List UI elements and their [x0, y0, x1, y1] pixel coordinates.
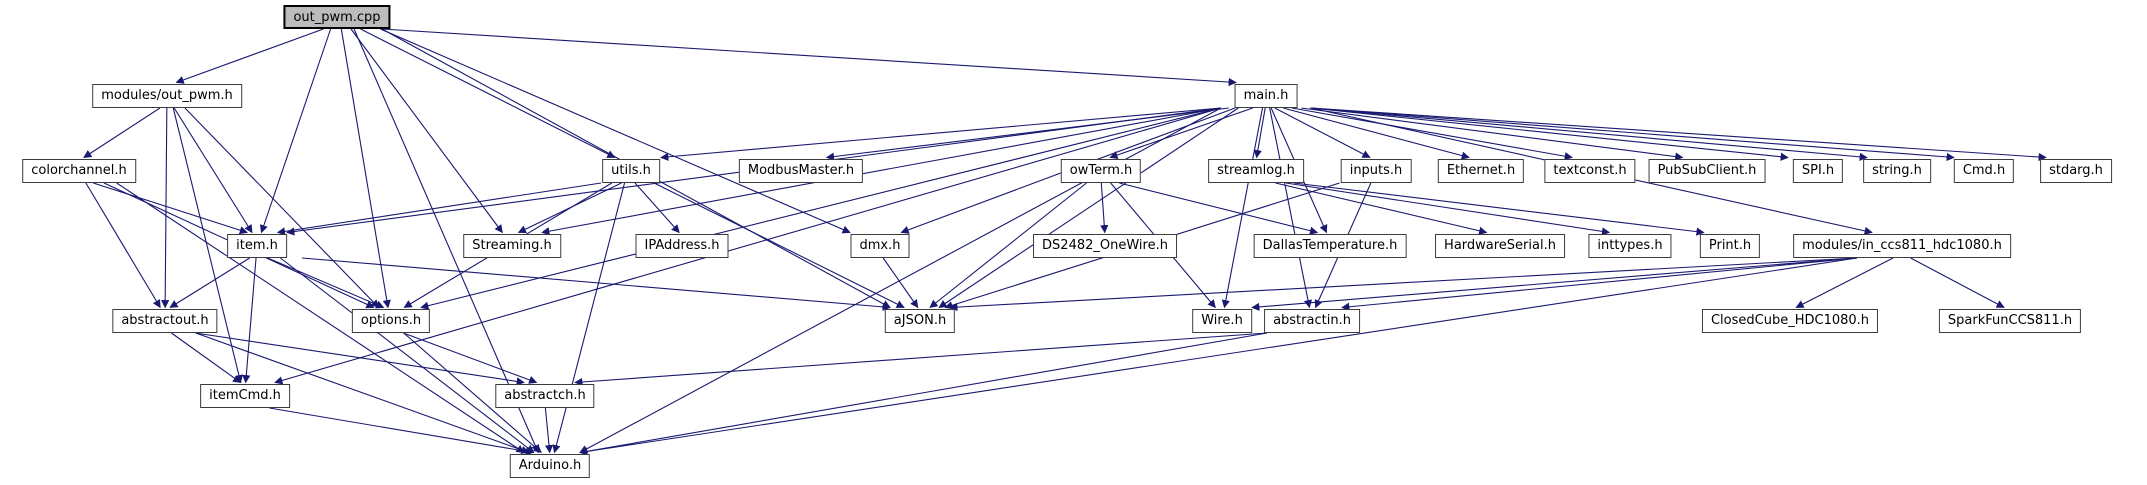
graph-node-dmx_h[interactable]: dmx.h [850, 234, 910, 258]
include-edge-options_h-to-arduino_h [403, 332, 542, 454]
include-edge-item_h-to-abstractout_h [169, 257, 250, 308]
include-edge-in_ccs811_h-to-wire_h [1251, 257, 1858, 312]
graph-node-wire_h[interactable]: Wire.h [1192, 309, 1252, 333]
graph-node-ethernet_h[interactable]: Ethernet.h [1437, 159, 1525, 183]
include-edge-colorchannel_h-to-arduino_h [116, 182, 525, 453]
graph-node-colorchannel_h[interactable]: colorchannel.h [22, 159, 136, 183]
include-edge-item_h-to-options_h [267, 257, 385, 309]
include-edge-owterm_h-to-ds2482_onewire_h [1100, 182, 1109, 234]
include-edge-out_pwm_cpp-to-main_h [381, 28, 1237, 87]
graph-node-main_h[interactable]: main.h [1234, 84, 1298, 108]
include-edge-main_h-to-inputs_h [1274, 107, 1371, 158]
include-edge-modules_out_pwm_h-to-colorchannel_h [83, 107, 161, 158]
include-edge-abstractout_h-to-arduino_h [195, 332, 530, 454]
graph-node-options_h[interactable]: options.h [351, 309, 431, 333]
include-edge-out_pwm_cpp-to-arduino_h [353, 28, 540, 454]
include-edge-main_h-to-streaming_h [541, 107, 1222, 236]
include-edge-in_ccs811_h-to-arduino_h [579, 257, 1858, 456]
include-edge-modules_out_pwm_h-to-abstractout_h [161, 107, 170, 309]
graph-node-cmd_h[interactable]: Cmd.h [1953, 159, 2015, 183]
graph-node-textconst_h[interactable]: textconst.h [1544, 159, 1636, 183]
graph-node-streamlog_h[interactable]: streamlog.h [1208, 159, 1304, 183]
include-edge-main_h-to-pubsubclient_h [1301, 107, 1684, 161]
graph-node-pubsubclient_h[interactable]: PubSubClient.h [1648, 159, 1766, 183]
include-edge-in_ccs811_h-to-ajson_h [949, 257, 1858, 312]
graph-node-abstractin_h[interactable]: abstractin.h [1264, 309, 1360, 333]
graph-node-hardwareserial_h[interactable]: HardwareSerial.h [1435, 234, 1565, 258]
include-edge-main_h-to-options_h [420, 107, 1222, 310]
include-edge-main_h-to-owterm_h [1109, 107, 1253, 159]
include-edge-streamlog_h-to-inttypes_h [1285, 182, 1611, 236]
graph-node-inttypes_h[interactable]: inttypes.h [1588, 234, 1672, 258]
include-edge-abstractin_h-to-abstractch_h [574, 332, 1268, 387]
include-edge-dmx_h-to-ajson_h [882, 257, 919, 309]
graph-node-in_ccs811_h[interactable]: modules/in_ccs811_hdc1080.h [1793, 234, 2011, 258]
include-edge-abstractout_h-to-itemcmd_h [171, 332, 242, 383]
graph-node-streaming_h[interactable]: Streaming.h [463, 234, 561, 258]
include-edge-main_h-to-stdarg_h [1310, 107, 2047, 162]
include-edge-abstractch_h-to-arduino_h [544, 407, 554, 454]
include-edge-colorchannel_h-to-abstractout_h [85, 182, 161, 309]
include-edge-streamlog_h-to-hardwareserial_h [1275, 182, 1488, 235]
include-edge-out_pwm_cpp-to-dmx_h [380, 28, 851, 234]
graph-node-arduino_h[interactable]: Arduino.h [509, 454, 591, 478]
include-edge-utils_h-to-ipaddress_h [634, 182, 680, 234]
graph-node-abstractch_h[interactable]: abstractch.h [495, 384, 595, 408]
graph-node-itemcmd_h[interactable]: itemCmd.h [200, 384, 290, 408]
include-edge-out_pwm_cpp-to-streaming_h [350, 28, 503, 234]
include-edge-main_h-to-ethernet_h [1283, 107, 1470, 160]
include-edge-main_h-to-utils_h [660, 107, 1222, 161]
include-edge-out_pwm_cpp-to-options_h [340, 28, 391, 309]
graph-node-utils_h[interactable]: utils.h [602, 159, 660, 183]
graph-node-spi_h[interactable]: SPI.h [1792, 159, 1844, 183]
include-edge-out_pwm_cpp-to-utils_h [360, 28, 616, 158]
include-edge-main_h-to-textconst_h [1291, 107, 1573, 161]
include-edge-modules_out_pwm_h-to-options_h [184, 107, 380, 309]
include-edge-streamlog_h-to-print_h [1293, 182, 1705, 236]
include-edge-colorchannel_h-to-item_h [93, 182, 248, 235]
include-edge-owterm_h-to-ajson_h [929, 182, 1087, 309]
include-edge-item_h-to-arduino_h [280, 257, 535, 454]
graph-node-ipaddress_h[interactable]: IPAddress.h [635, 234, 729, 258]
graph-node-out_pwm_cpp[interactable]: out_pwm.cpp [283, 5, 391, 29]
graph-node-string_h[interactable]: string.h [1863, 159, 1931, 183]
include-edge-main_h-to-wire_h [1221, 107, 1264, 309]
include-edge-item_h-to-ajson_h [301, 257, 891, 311]
graph-node-ajson_h[interactable]: aJSON.h [884, 309, 956, 333]
include-edge-in_ccs811_h-to-abstractin_h [1341, 257, 1858, 311]
include-edge-out_pwm_cpp-to-item_h [259, 28, 332, 234]
graph-node-modules_out_pwm_h[interactable]: modules/out_pwm.h [92, 84, 242, 108]
include-edge-modules_out_pwm_h-to-item_h [173, 107, 253, 234]
include-edge-main_h-to-ajson_h [938, 107, 1239, 308]
include-edge-main_h-to-itemcmd_h [274, 107, 1222, 385]
include-edge-abstractin_h-to-arduino_h [579, 332, 1268, 456]
include-edge-utils_h-to-item_h [276, 182, 602, 236]
include-edge-out_pwm_cpp-to-modules_out_pwm_h [175, 28, 324, 84]
include-edge-main_h-to-spi_h [1310, 107, 1789, 161]
include-edge-modules_out_pwm_h-to-itemcmd_h [172, 107, 243, 384]
graph-node-closedcube_h[interactable]: ClosedCube_HDC1080.h [1701, 309, 1879, 333]
include-edge-main_h-to-abstractin_h [1269, 107, 1313, 309]
graph-node-owterm_h[interactable]: owTerm.h [1060, 159, 1142, 183]
graph-node-abstractout_h[interactable]: abstractout.h [112, 309, 218, 333]
include-edge-main_h-to-cmd_h [1310, 107, 1955, 162]
graph-node-dallastemperature_h[interactable]: DallasTemperature.h [1253, 234, 1407, 258]
include-edge-itemcmd_h-to-arduino_h [269, 407, 534, 456]
include-edge-options_h-to-abstractch_h [403, 332, 538, 384]
include-edge-main_h-to-streamlog_h [1253, 107, 1266, 159]
graph-node-modbusmaster_h[interactable]: ModbusMaster.h [738, 159, 864, 183]
graph-node-ds2482_onewire_h[interactable]: DS2482_OneWire.h [1033, 234, 1177, 258]
include-edge-main_h-to-string_h [1310, 107, 1868, 161]
graph-node-print_h[interactable]: Print.h [1699, 234, 1761, 258]
include-edge-in_ccs811_h-to-closedcube_h [1795, 257, 1894, 308]
graph-node-inputs_h[interactable]: inputs.h [1340, 159, 1412, 183]
graph-node-sparkfun_h[interactable]: SparkFunCCS811.h [1938, 309, 2082, 333]
include-edge-owterm_h-to-dallastemperature_h [1119, 182, 1319, 235]
include-edge-in_ccs811_h-to-sparkfun_h [1910, 257, 2005, 308]
graph-node-stdarg_h[interactable]: stdarg.h [2040, 159, 2112, 183]
graph-node-item_h[interactable]: item.h [227, 234, 287, 258]
include-edge-item_h-to-itemcmd_h [242, 257, 257, 384]
